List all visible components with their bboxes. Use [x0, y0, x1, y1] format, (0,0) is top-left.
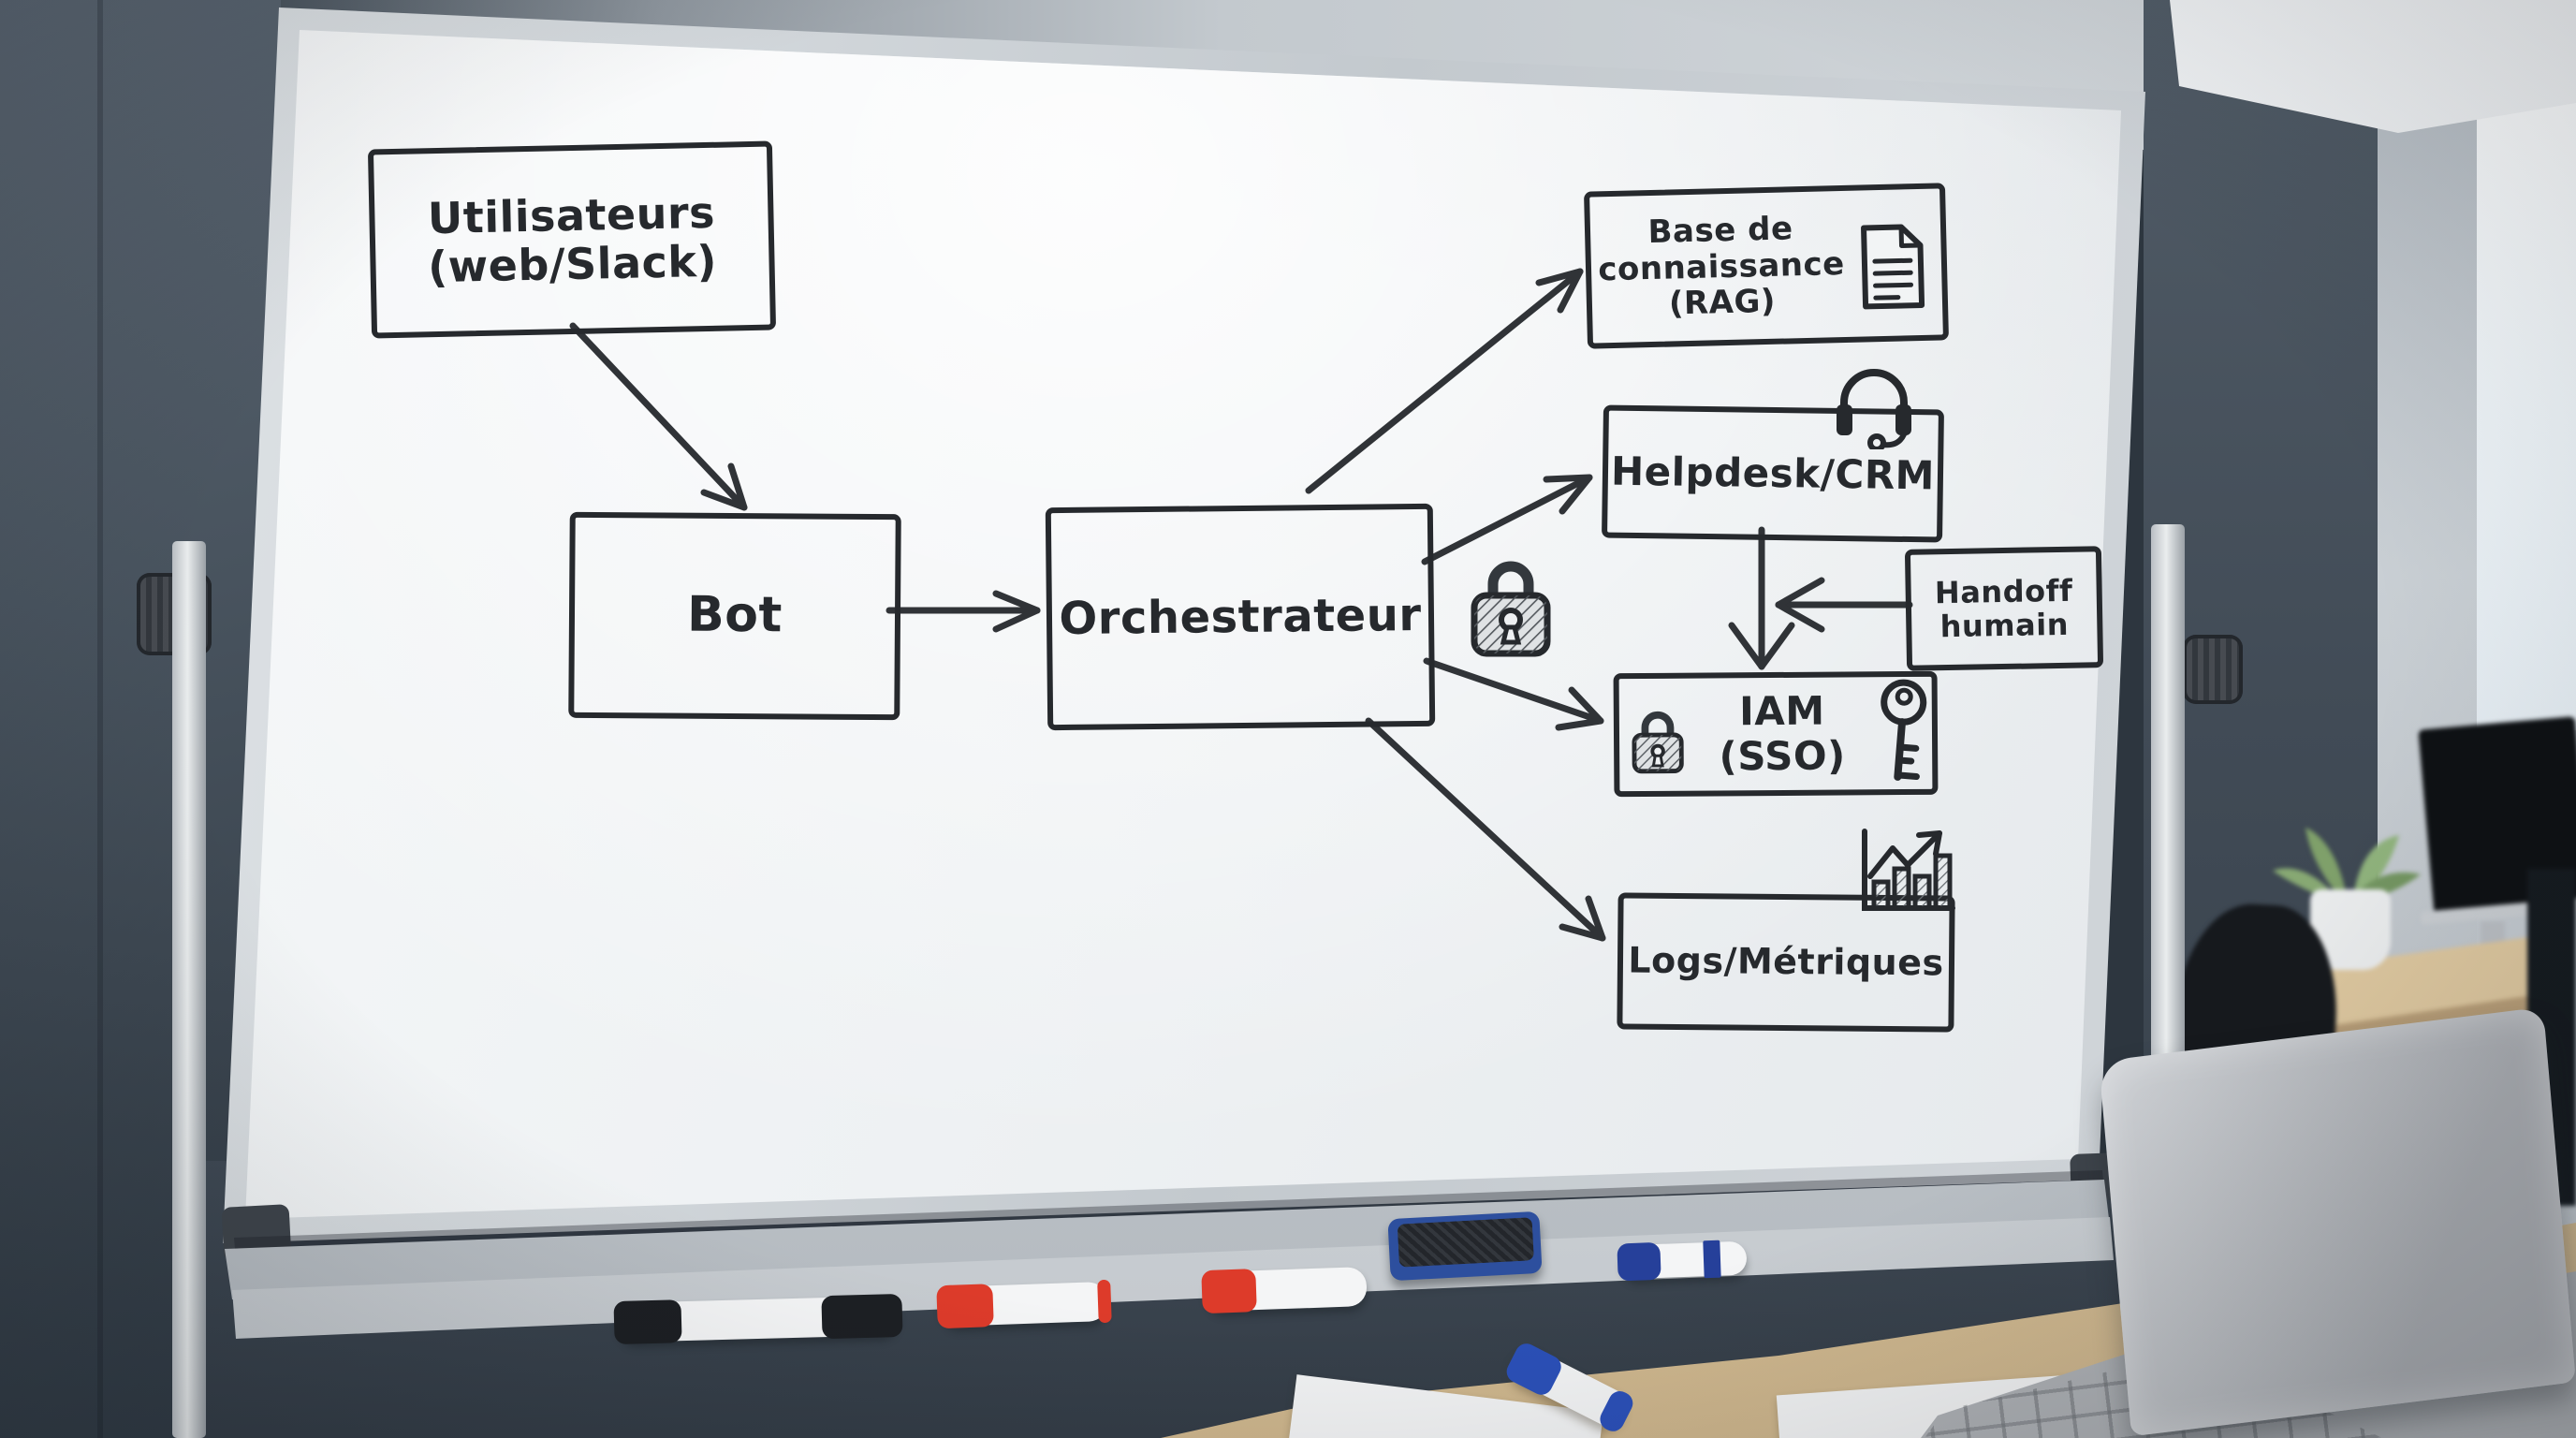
node-utilisateurs: Utilisateurs (web/Slack) — [367, 140, 777, 339]
key-icon — [1881, 679, 1927, 781]
node-base-connaissance-label: Base de connaissance (RAG) — [1597, 210, 1846, 323]
edge-bot-orchestrateur-head — [992, 590, 1041, 633]
node-helpdesk-crm-label: Helpdesk/CRM — [1610, 448, 1936, 499]
padlock-icon — [1471, 561, 1551, 657]
marker-red-1-end — [1097, 1279, 1112, 1324]
whiteboard-eraser — [1387, 1211, 1543, 1282]
node-orchestrateur: Orchestrateur — [1045, 503, 1436, 731]
edge-handoff-link-head — [1775, 577, 1825, 633]
edge-orchestrateur-base-head — [1535, 268, 1584, 314]
headset-icon — [1837, 369, 1911, 449]
edge-orchestrateur-base — [1305, 268, 1584, 494]
marker-blue-tray-band — [1703, 1240, 1721, 1279]
node-base-connaissance: Base de connaissance (RAG) — [1584, 183, 1949, 349]
edge-orchestrateur-iam — [1423, 657, 1604, 725]
edge-orchestrateur-logs-head — [1559, 895, 1606, 942]
node-handoff-humain-label: Handoff humain — [1934, 572, 2073, 645]
marker-black-cap — [613, 1299, 682, 1345]
node-iam-sso-label: IAM (SSO) — [1719, 687, 1846, 780]
marker-black — [613, 1293, 903, 1345]
edge-orchestrateur-helpdesk-head — [1543, 474, 1593, 515]
node-handoff-humain: Handoff humain — [1904, 546, 2104, 671]
edge-orchestrateur-iam-head — [1555, 686, 1604, 731]
node-bot: Bot — [568, 511, 901, 721]
bar-chart-icon — [1862, 829, 1955, 911]
window — [2477, 0, 2576, 768]
edge-helpdesk-iam-head — [1728, 622, 1795, 670]
marker-red-1 — [936, 1279, 1112, 1329]
marker-black-cap-end — [821, 1293, 903, 1340]
node-utilisateurs-label: Utilisateurs (web/Slack) — [427, 186, 718, 293]
node-iam-sso: IAM (SSO) — [1613, 670, 1939, 798]
marker-blue-tray — [1617, 1240, 1748, 1282]
document-icon — [1861, 224, 1925, 310]
stand-knob-right — [2183, 635, 2243, 704]
node-orchestrateur-label: Orchestrateur — [1059, 588, 1422, 645]
edge-utilisateurs-bot-head — [700, 462, 748, 511]
marker-red-1-cap — [936, 1284, 994, 1329]
node-logs-metriques-label: Logs/Métriques — [1628, 939, 1944, 984]
node-bot-label: Bot — [686, 587, 783, 644]
marker-red-2 — [1201, 1267, 1368, 1314]
marker-blue-tray-cap — [1617, 1241, 1661, 1282]
edge-orchestrateur-helpdesk — [1421, 474, 1593, 565]
laptop-lid — [2099, 1006, 2576, 1437]
stand-pole-left — [172, 541, 206, 1438]
edge-orchestrateur-logs — [1365, 717, 1606, 942]
edge-utilisateurs-bot — [569, 322, 748, 511]
marker-red-2-cap — [1201, 1269, 1257, 1314]
small-padlock-icon — [1632, 711, 1684, 774]
